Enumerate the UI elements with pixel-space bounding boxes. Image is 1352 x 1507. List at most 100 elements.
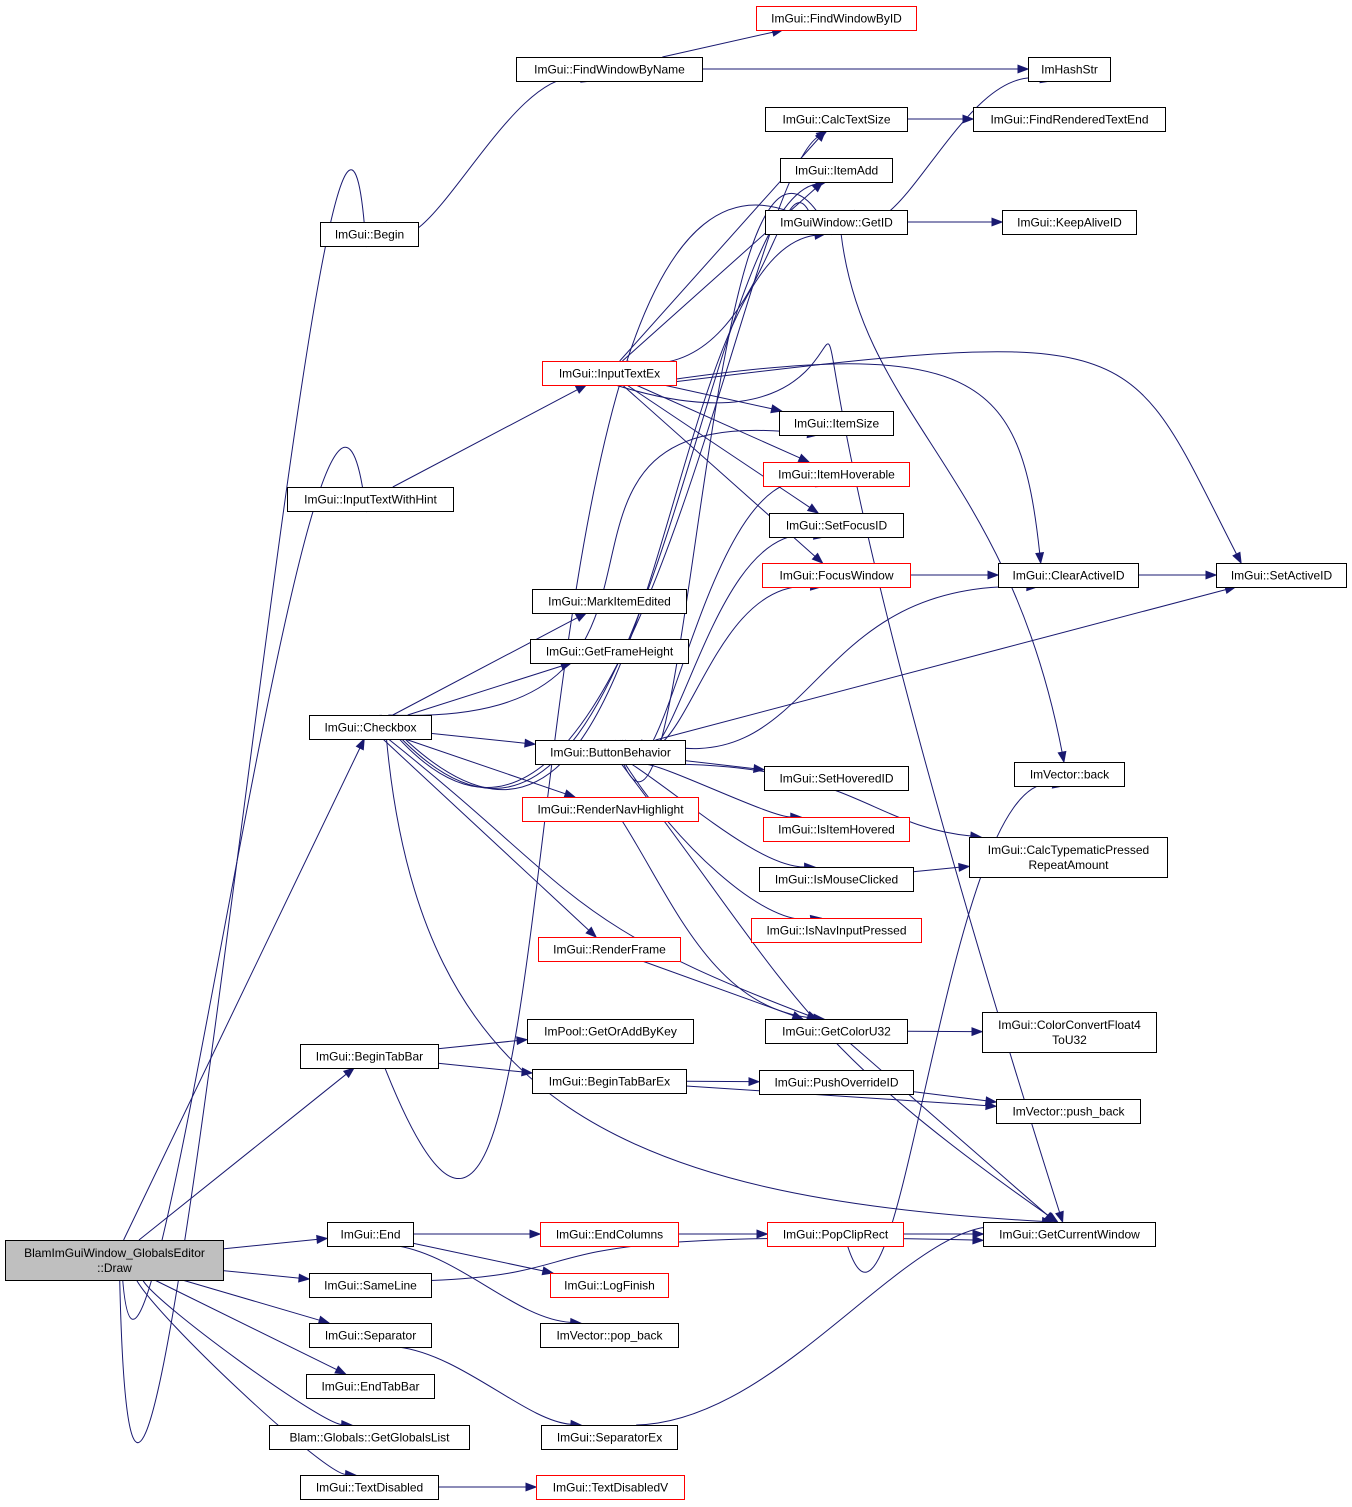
call-edge-inputtextex-to-setactiveid <box>648 351 1242 565</box>
function-node-label: RepeatAmount <box>1028 858 1109 872</box>
function-node-label: ImVector::push_back <box>1012 1105 1125 1119</box>
function-node-begintabbar[interactable]: ImGui::BeginTabBar <box>300 1044 439 1069</box>
call-edge-inputtextex-to-itemadd <box>622 181 824 362</box>
function-node-findbyname[interactable]: ImGui::FindWindowByName <box>516 57 703 82</box>
function-node-markedited[interactable]: ImGui::MarkItemEdited <box>532 589 687 614</box>
function-node-label: ToU32 <box>1052 1033 1087 1047</box>
function-node-popcliprect[interactable]: ImGui::PopClipRect <box>767 1222 904 1247</box>
function-node-ismouseclicked[interactable]: ImGui::IsMouseClicked <box>759 867 914 892</box>
function-node-label: ImGui::KeepAliveID <box>1017 216 1122 230</box>
function-node-popback[interactable]: ImVector::pop_back <box>540 1323 679 1348</box>
function-node-clearactiveid[interactable]: ImGui::ClearActiveID <box>998 563 1139 588</box>
function-node-label: BlamImGuiWindow_GlobalsEditor <box>24 1246 205 1260</box>
function-nodes: BlamImGuiWindow_GlobalsEditor::DrawImGui… <box>5 6 1347 1500</box>
function-node-focuswindow[interactable]: ImGui::FocusWindow <box>762 563 911 588</box>
function-node-label: ImGui::SetFocusID <box>786 519 888 533</box>
call-edge-textdisabled-to-textdisabledv <box>438 1482 538 1492</box>
function-node-itemhoverable[interactable]: ImGui::ItemHoverable <box>763 462 910 487</box>
call-edge-checkbox-to-getcoloru32 <box>388 738 819 1020</box>
function-node-endcolumns[interactable]: ImGui::EndColumns <box>540 1222 679 1247</box>
function-node-checkbox[interactable]: ImGui::Checkbox <box>309 715 432 740</box>
function-node-textdisabledv[interactable]: ImGui::TextDisabledV <box>536 1475 685 1500</box>
call-edge-clearactiveid-to-setactiveid <box>1138 570 1218 580</box>
function-node-pushoverride[interactable]: ImGui::PushOverrideID <box>759 1070 914 1095</box>
function-node-label: ImGuiWindow::GetID <box>780 216 893 230</box>
function-node-findrenderedtextend[interactable]: ImGui::FindRenderedTextEnd <box>973 107 1166 132</box>
function-node-label: ImGui::RenderFrame <box>553 943 666 957</box>
function-node-label: ImGui::ItemSize <box>794 417 880 431</box>
call-edge-checkbox-to-itemsize <box>388 429 819 716</box>
function-node-end[interactable]: ImGui::End <box>327 1222 414 1247</box>
function-node-label: ImGui::InputTextWithHint <box>304 493 437 507</box>
function-node-getcurrentwindow[interactable]: ImGui::GetCurrentWindow <box>983 1222 1156 1247</box>
call-edge-ismouseclicked-to-calctypematic <box>912 862 971 873</box>
function-node-getorAdd[interactable]: ImPool::GetOrAddByKey <box>527 1019 694 1044</box>
call-edge-getid-to-imhashstr <box>853 74 1053 221</box>
call-edge-findbyname-to-findbyid <box>662 27 784 58</box>
call-edge-inputhint-to-inputtextex <box>392 384 588 488</box>
function-node-globalslist[interactable]: Blam::Globals::GetGlobalsList <box>269 1425 470 1450</box>
function-node-logfinish[interactable]: ImGui::LogFinish <box>550 1273 669 1298</box>
function-node-label: ImGui::FindWindowByName <box>534 63 685 77</box>
function-node-sameline[interactable]: ImGui::SameLine <box>309 1273 432 1298</box>
function-node-label: ImGui::LogFinish <box>564 1279 655 1293</box>
function-node-sethoveredid[interactable]: ImGui::SetHoveredID <box>764 766 909 791</box>
function-node-label: Blam::Globals::GetGlobalsList <box>289 1431 450 1445</box>
function-node-label: ImGui::Checkbox <box>324 721 416 735</box>
function-node-keepaliveid[interactable]: ImGui::KeepAliveID <box>1002 210 1137 235</box>
function-node-pushback[interactable]: ImVector::push_back <box>996 1099 1141 1124</box>
function-node-getid[interactable]: ImGuiWindow::GetID <box>765 210 908 235</box>
function-node-label: ImGui::GetColorU32 <box>782 1025 891 1039</box>
function-node-label: ImGui::Separator <box>325 1329 416 1343</box>
function-node-label: ::Draw <box>97 1261 132 1275</box>
function-node-setactiveid[interactable]: ImGui::SetActiveID <box>1216 563 1347 588</box>
function-node-isnavinput[interactable]: ImGui::IsNavInputPressed <box>751 918 922 943</box>
function-node-label: ImGui::ButtonBehavior <box>550 746 671 760</box>
function-node-separator[interactable]: ImGui::Separator <box>309 1323 432 1348</box>
function-node-imhashstr[interactable]: ImHashStr <box>1028 57 1111 82</box>
call-edge-getcoloru32-to-colorconvert <box>906 1027 984 1037</box>
function-node-label: ImGui::ColorConvertFloat4 <box>998 1018 1141 1032</box>
call-edge-begin-to-findbyname <box>386 73 593 236</box>
function-node-isitemhovered[interactable]: ImGui::IsItemHovered <box>763 817 910 842</box>
function-node-buttonbehavior[interactable]: ImGui::ButtonBehavior <box>535 740 686 765</box>
function-node-getcoloru32[interactable]: ImGui::GetColorU32 <box>765 1019 908 1044</box>
call-edge-draw-to-end <box>222 1234 329 1250</box>
function-node-label: ImGui::PushOverrideID <box>774 1076 898 1090</box>
call-edge-popcliprect-to-getcurrentwindow <box>903 1229 985 1239</box>
function-node-inputhint[interactable]: ImGui::InputTextWithHint <box>287 487 454 512</box>
function-node-label: ImGui::CalcTextSize <box>782 113 890 127</box>
function-node-begintabbarex[interactable]: ImGui::BeginTabBarEx <box>532 1069 687 1094</box>
call-edge-draw-to-endtabbar <box>154 1279 347 1375</box>
function-node-label: ImGui::Begin <box>335 228 404 242</box>
function-node-calctextsize[interactable]: ImGui::CalcTextSize <box>765 107 908 132</box>
function-node-begin[interactable]: ImGui::Begin <box>320 222 419 247</box>
function-node-frameheight[interactable]: ImGui::GetFrameHeight <box>530 639 689 664</box>
call-edge-begintabbar-to-begintabbarex <box>437 1062 534 1077</box>
function-node-renderframe[interactable]: ImGui::RenderFrame <box>538 937 681 962</box>
call-edge-getid-to-vecback <box>840 233 1067 764</box>
function-node-itemsize[interactable]: ImGui::ItemSize <box>779 411 894 436</box>
function-node-label: ImGui::SeparatorEx <box>557 1431 662 1445</box>
function-node-findbyid[interactable]: ImGui::FindWindowByID <box>756 6 917 31</box>
call-edge-draw-to-globalslist <box>142 1279 354 1429</box>
function-node-separatorex[interactable]: ImGui::SeparatorEx <box>541 1425 678 1450</box>
function-node-inputtextex[interactable]: ImGui::InputTextEx <box>542 361 677 386</box>
function-node-itemadd[interactable]: ImGui::ItemAdd <box>780 158 893 183</box>
function-node-endtabbar[interactable]: ImGui::EndTabBar <box>306 1374 435 1399</box>
call-edge-checkbox-to-getcurrentwindow <box>386 738 1054 1226</box>
function-node-vecback[interactable]: ImVector::back <box>1014 762 1125 787</box>
call-edge-checkbox-to-renderframe <box>382 738 598 938</box>
function-node-textdisabled[interactable]: ImGui::TextDisabled <box>300 1475 439 1500</box>
function-node-label: ImGui::SameLine <box>324 1279 417 1293</box>
call-edge-inputtextex-to-clearactiveid <box>636 363 1045 565</box>
function-node-navhighlight[interactable]: ImGui::RenderNavHighlight <box>522 797 699 822</box>
call-edge-getid-to-keepaliveid <box>907 217 1004 227</box>
function-node-setfocusid[interactable]: ImGui::SetFocusID <box>769 513 904 538</box>
function-node-draw[interactable]: BlamImGuiWindow_GlobalsEditor::Draw <box>5 1240 224 1281</box>
function-node-label: ImGui::TextDisabled <box>316 1481 423 1495</box>
call-edge-begintabbar-to-getorAdd <box>437 1036 529 1050</box>
